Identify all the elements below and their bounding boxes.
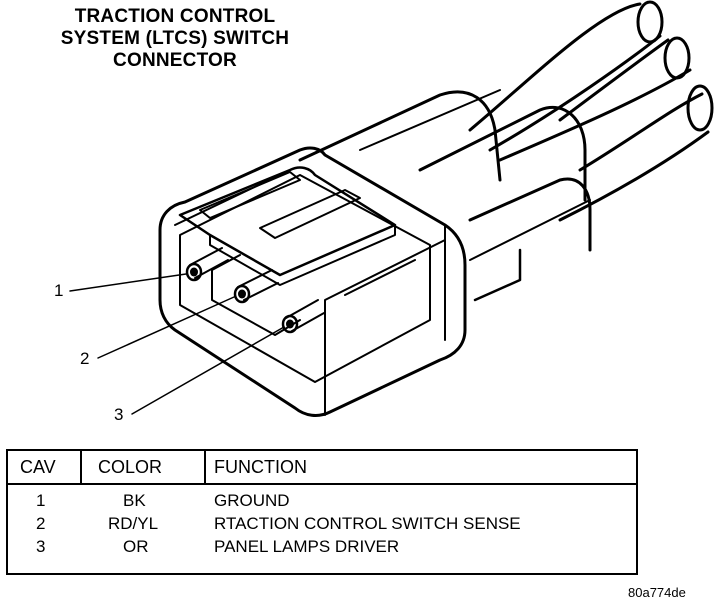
cell-function: GROUND (214, 491, 290, 510)
cell-cav: 3 (36, 537, 46, 556)
table-body: 1 BK GROUND 2 RD/YL RTACTION CONTROL SWI… (8, 491, 636, 560)
cell-cav: 1 (36, 491, 46, 510)
callout-2: 2 (80, 349, 90, 368)
terminal-pin-2 (233, 269, 279, 304)
diagram-title: TRACTION CONTROL SYSTEM (LTCS) SWITCH CO… (30, 6, 320, 72)
header-color: COLOR (98, 457, 163, 477)
table-header-row: CAV COLOR FUNCTION (8, 451, 636, 485)
connector-rear-shell (298, 89, 592, 302)
column-divider (204, 451, 206, 483)
connector-housing (158, 146, 467, 417)
table-row: 3 OR PANEL LAMPS DRIVER (8, 537, 636, 560)
table-row: 1 BK GROUND (8, 491, 636, 514)
callout-leaders (69, 273, 285, 415)
header-function: FUNCTION (214, 457, 307, 477)
connector-latch (178, 166, 397, 286)
callout-1: 1 (54, 281, 64, 300)
cell-color: RD/YL (108, 514, 159, 533)
terminal-pins (185, 247, 325, 334)
table-row: 2 RD/YL RTACTION CONTROL SWITCH SENSE (8, 514, 636, 537)
callout-3: 3 (114, 405, 124, 424)
wire-bundle (468, 0, 714, 222)
terminal-pin-3 (281, 299, 325, 334)
cell-function: RTACTION CONTROL SWITCH SENSE (214, 514, 521, 533)
leader-line-2 (97, 296, 235, 359)
cell-function: PANEL LAMPS DRIVER (214, 537, 400, 556)
leader-line-3 (131, 326, 285, 415)
cell-color: BK (123, 491, 146, 510)
cavity-table: CAV COLOR FUNCTION 1 BK GROUND 2 RD/YL R… (6, 449, 638, 575)
title-line-1: TRACTION CONTROL (74, 6, 276, 27)
leader-line-1 (69, 273, 187, 292)
column-divider (80, 451, 82, 483)
header-cav: CAV (20, 457, 56, 477)
connector-illustration (69, 0, 714, 417)
terminal-pin-1 (185, 247, 229, 282)
title-line-3: CONNECTOR (113, 50, 237, 71)
figure-code: 80a774de (628, 585, 686, 600)
title-line-2: SYSTEM (LTCS) SWITCH (60, 28, 290, 49)
cell-cav: 2 (36, 514, 46, 533)
cell-color: OR (123, 537, 149, 556)
